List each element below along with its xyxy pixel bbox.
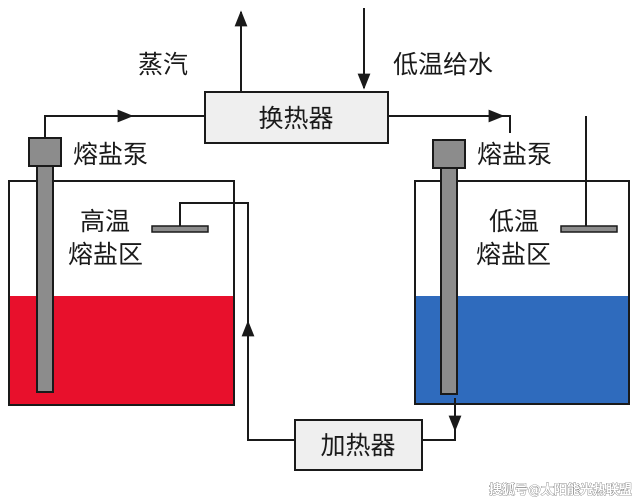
steam-label: 蒸汽 xyxy=(138,50,188,79)
cold-level-sensor xyxy=(560,225,618,233)
pipe-exchanger-to-cold-b xyxy=(485,115,511,133)
hot-level-sensor xyxy=(151,225,209,233)
heat-exchanger: 换热器 xyxy=(204,91,389,144)
heater: 加热器 xyxy=(294,419,423,471)
cold-pump-shaft xyxy=(440,167,458,395)
pipe-hot-return xyxy=(179,202,249,330)
feedwater-label: 低温给水 xyxy=(393,50,493,79)
hot-pump-head xyxy=(28,137,62,167)
flow-arrows xyxy=(60,8,505,432)
hot-zone-label-line1: 高温 xyxy=(80,207,130,236)
heat-exchanger-label: 换热器 xyxy=(258,104,333,133)
hot-pump-label: 熔盐泵 xyxy=(73,140,148,169)
cold-pump-label: 熔盐泵 xyxy=(477,140,552,169)
cold-zone-label-line2: 熔盐区 xyxy=(476,240,551,269)
cold-pump-head xyxy=(432,139,466,169)
cold-pump xyxy=(432,139,466,395)
hot-pump xyxy=(28,137,62,393)
hot-tank-outline xyxy=(8,180,235,406)
cold-zone-label-line1: 低温 xyxy=(489,207,539,236)
pipe-heater-out xyxy=(247,322,295,441)
heater-label: 加热器 xyxy=(320,431,395,460)
hot-zone-label-line2: 熔盐区 xyxy=(68,240,143,269)
heat-exchanger-box xyxy=(204,91,389,144)
heater-box xyxy=(294,419,423,471)
hot-pump-shaft xyxy=(36,165,54,393)
pipe-heater-in xyxy=(422,434,456,441)
pipe-left-pump-to-exchanger xyxy=(44,115,135,138)
watermark: 搜狐号@太阳能光热联盟 xyxy=(489,482,632,498)
cold-tank-outline xyxy=(414,180,630,405)
